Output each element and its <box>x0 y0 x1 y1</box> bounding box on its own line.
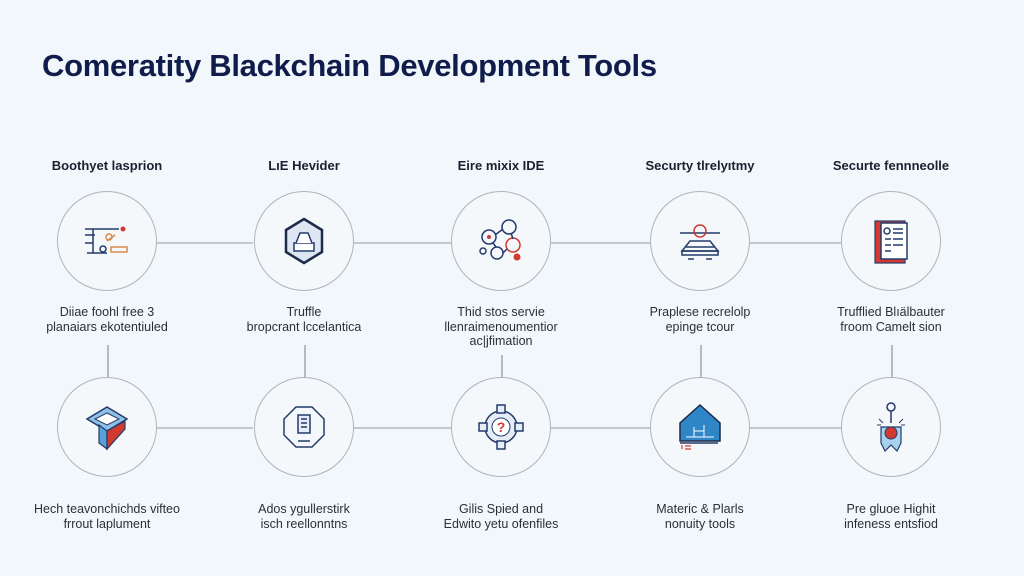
circuit-icon <box>85 226 128 254</box>
step-node <box>841 191 941 291</box>
svg-text:?: ? <box>497 419 506 435</box>
desc-line: llenraimenoumentior <box>444 319 558 334</box>
connector-line <box>750 242 841 244</box>
desc-line: Trufflied Blıälbauter <box>837 305 945 319</box>
step-node <box>650 377 750 477</box>
desc-line: isch reellonntns <box>260 516 348 531</box>
desc-line: planaiars ekotentiuled <box>46 319 168 334</box>
step-node: ? <box>451 377 551 477</box>
isometric-block-icon <box>85 406 129 451</box>
connector-line <box>157 427 253 429</box>
connector-line <box>750 427 841 429</box>
step-label: Securte fennneolle <box>832 158 950 173</box>
connector-line <box>353 242 451 244</box>
step-label: Securty tlrelyıtmy <box>645 158 755 173</box>
connector-line <box>551 427 650 429</box>
desc-line: Diiae foohl free 3 <box>59 305 155 319</box>
desc-line: Pre gluoe Highit <box>846 502 936 516</box>
desc-line: frrout laplument <box>63 516 151 531</box>
desc-line: froom Camelt sion <box>840 319 942 334</box>
vertical-connector <box>304 345 306 377</box>
step-node <box>841 377 941 477</box>
connector-line <box>353 427 451 429</box>
drone-device-icon <box>680 224 720 260</box>
desc-line: Gilis Spied and <box>458 502 544 516</box>
step-label: LıE Hevider <box>268 158 340 173</box>
vertical-connector <box>891 345 893 377</box>
connector-line <box>157 242 253 244</box>
ribbon-badge-icon <box>877 402 905 453</box>
step-node <box>57 191 157 291</box>
vertical-connector <box>501 355 503 377</box>
vertical-connector <box>107 345 109 377</box>
step-node <box>451 191 551 291</box>
step-node <box>650 191 750 291</box>
step-node <box>254 191 354 291</box>
desc-line: ac|jfimation <box>469 334 533 348</box>
step-node <box>254 377 354 477</box>
page-title: Comeratity Blackchain Development Tools <box>42 48 657 83</box>
step-label: Eire mixix IDE <box>457 158 545 173</box>
connector-line <box>551 242 650 244</box>
gear-question-icon: ? <box>478 404 524 450</box>
desc-line: bropcrant lccelantica <box>246 319 362 334</box>
desc-line: Materic & Plarls <box>656 502 744 516</box>
desc-line: infeness entsfiod <box>844 516 938 531</box>
hexagon-laptop-icon <box>284 217 324 265</box>
house-blueprint-icon <box>679 403 721 450</box>
document-book-icon <box>874 220 908 264</box>
desc-line: Ados ygullerstirk <box>258 502 350 516</box>
desc-line: epinge tcour <box>665 319 735 334</box>
desc-line: Hech teavonchichds vifteo <box>34 502 180 516</box>
desc-line: Praplese recrelolp <box>649 305 751 319</box>
network-nodes-icon <box>479 219 521 261</box>
desc-line: Thid stos servie <box>457 305 545 319</box>
desc-line: Edwito yetu ofenfiles <box>443 516 559 531</box>
octagon-device-icon <box>283 406 325 448</box>
vertical-connector <box>700 345 702 377</box>
step-label: Boothyet lasprion <box>51 158 163 173</box>
step-node <box>57 377 157 477</box>
desc-line: nonuity tools <box>664 516 736 531</box>
desc-line: Truffle <box>286 305 322 319</box>
